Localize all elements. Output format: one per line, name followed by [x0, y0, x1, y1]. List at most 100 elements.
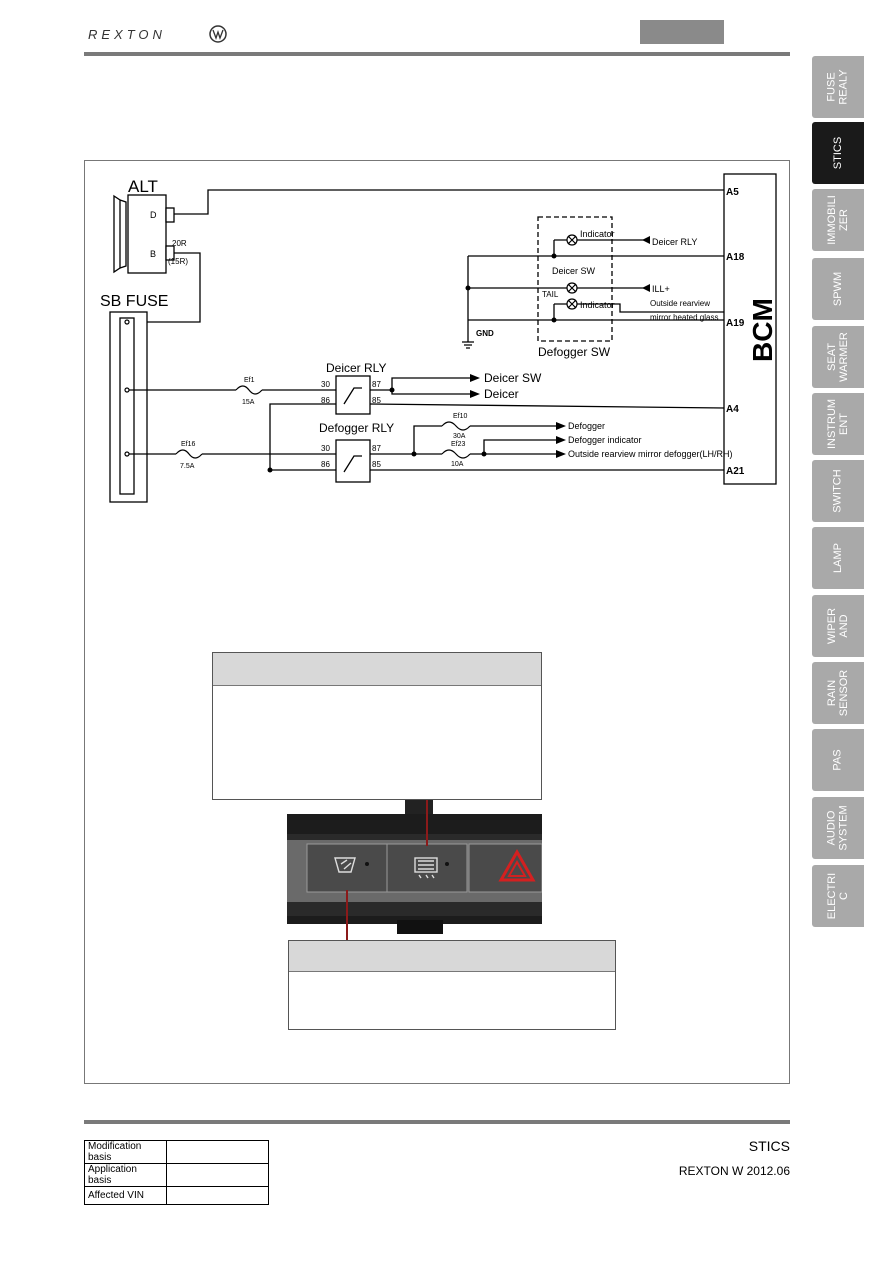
ill-label: ILL+: [652, 284, 670, 294]
deicer-relay-label: Deicer RLY: [326, 361, 386, 375]
tab-label: SEAT WARMER: [825, 332, 850, 382]
modification-table: Modification basis Application basis Aff…: [84, 1140, 269, 1205]
tab-label: WIPER AND: [826, 607, 850, 645]
tab-label: STICS: [832, 136, 844, 170]
defogger-pin87: 87: [372, 444, 381, 453]
ef1-label: Ef1: [244, 377, 255, 384]
tab-label: FUSE REALY: [825, 69, 850, 105]
ef23-rating: 10A: [451, 461, 464, 468]
alt-terminal-b: B: [150, 249, 156, 259]
alt-title: ALT: [128, 177, 158, 196]
deicer-pin87: 87: [372, 380, 381, 389]
callout-line-bottom: [346, 890, 348, 940]
table-cell-value: [166, 1163, 269, 1187]
table-cell-label: Affected VIN: [84, 1186, 167, 1205]
tab-10[interactable]: PAS: [812, 729, 864, 791]
wiper-deicer-button[interactable]: [306, 843, 388, 893]
tab-1[interactable]: STICS: [812, 122, 864, 184]
rear-defogger-button[interactable]: [386, 843, 468, 893]
header-section-box: [640, 20, 724, 44]
pin-a5: A5: [726, 187, 739, 198]
table-cell-value: [166, 1186, 269, 1205]
footer-model: REXTON W 2012.06: [678, 1164, 790, 1178]
alt-terminal-d: D: [150, 210, 157, 220]
pin-a18: A18: [726, 252, 745, 263]
deicer-pin86: 86: [321, 396, 330, 405]
tab-label: RAIN SENSOR: [826, 669, 850, 717]
tab-4[interactable]: SEAT WARMER: [812, 326, 864, 388]
wire-20r: 20R: [172, 239, 187, 248]
deicer-sw-label: Deicer SW: [552, 266, 596, 276]
defogger-sw-label: Defogger SW: [538, 345, 611, 359]
indicator-label-2: Indicator: [580, 300, 615, 310]
hazard-icon: [498, 848, 536, 882]
out-mirror-defogger: Outside rearview mirror defogger(LH/RH): [568, 449, 733, 459]
gnd-label: GND: [476, 329, 494, 338]
deicer-rly-out-label: Deicer RLY: [652, 237, 697, 247]
footer-rule: [84, 1120, 790, 1124]
tab-label: IMMOBILI ZER: [825, 195, 850, 245]
table-cell-value: [166, 1140, 269, 1164]
out-defogger-indicator: Defogger indicator: [568, 435, 642, 445]
tab-9[interactable]: RAIN SENSOR: [812, 662, 864, 724]
tab-8[interactable]: WIPER AND: [812, 595, 864, 657]
tab-12[interactable]: ELECTRI C: [812, 865, 864, 927]
ef1-rating: 15A: [242, 399, 255, 406]
pin-a4: A4: [726, 404, 739, 415]
ef16-rating: 7.5A: [180, 463, 195, 470]
table-row: Modification basis: [84, 1140, 269, 1164]
tab-2[interactable]: IMMOBILI ZER: [812, 189, 864, 251]
defogger-pin86: 86: [321, 460, 330, 469]
callout-defogger-header: [213, 653, 541, 686]
tab-11[interactable]: AUDIO SYSTEM: [812, 797, 864, 859]
tail-label: TAIL: [542, 290, 559, 299]
wiring-diagram: ALT D B 20R (15R) SB FUSE A5 A18 A19 A4 …: [100, 173, 778, 503]
table-row: Affected VIN: [84, 1186, 269, 1205]
tab-6[interactable]: SWITCH: [812, 460, 864, 522]
hazard-button[interactable]: [468, 843, 542, 893]
tab-label: AUDIO SYSTEM: [825, 805, 850, 851]
ef16-label: Ef16: [181, 441, 196, 448]
defogger-pin85: 85: [372, 460, 381, 469]
defogger-pin30: 30: [321, 444, 330, 453]
callout-deicer-switch: [288, 940, 616, 1030]
ef10-label: Ef10: [453, 413, 468, 420]
header-rule: [84, 52, 790, 56]
table-cell-label: Application basis: [84, 1163, 167, 1187]
bcm-label: BCM: [747, 298, 778, 362]
callout-deicer-header: [289, 941, 615, 972]
table-cell-label: Modification basis: [84, 1140, 167, 1164]
tab-0[interactable]: FUSE REALY: [812, 56, 864, 118]
tab-label: PAS: [831, 749, 844, 771]
brand-emblem-icon: [209, 25, 227, 43]
out-deicer-sw: Deicer SW: [484, 371, 542, 385]
tab-label: INSTRUM ENT: [825, 398, 850, 450]
diagram-frame: [84, 160, 790, 1084]
mirror-heated-line2: mirror heated glass: [650, 313, 718, 322]
wire-15r: (15R): [168, 257, 188, 266]
brand-wordmark: REXTON: [88, 27, 166, 42]
tab-label: LAMP: [832, 543, 844, 573]
callout-defogger-switch: [212, 652, 542, 800]
switch-panel-photo: [287, 800, 542, 934]
tab-label: ELECTRI C: [826, 872, 850, 920]
tab-5[interactable]: INSTRUM ENT: [812, 393, 864, 455]
footer-section-title: STICS: [748, 1138, 790, 1154]
out-deicer: Deicer: [484, 387, 519, 401]
tab-label: SWITCH: [831, 469, 844, 513]
pin-a19: A19: [726, 318, 745, 329]
windshield-deicer-icon: [334, 857, 356, 873]
defogger-relay-label: Defogger RLY: [319, 421, 394, 435]
brand-logo: REXTON: [88, 25, 227, 43]
tab-7[interactable]: LAMP: [812, 527, 864, 589]
out-defogger: Defogger: [568, 421, 605, 431]
callout-line-top: [426, 800, 428, 846]
ef10-rating: 30A: [453, 433, 466, 440]
ef23-label: Ef23: [451, 441, 466, 448]
tab-3[interactable]: SPWM: [812, 258, 864, 320]
table-row: Application basis: [84, 1163, 269, 1187]
indicator-label-1: Indicator: [580, 229, 615, 239]
deicer-pin85: 85: [372, 396, 381, 405]
sb-fuse-label: SB FUSE: [100, 293, 168, 310]
rear-defogger-icon: [414, 857, 438, 873]
